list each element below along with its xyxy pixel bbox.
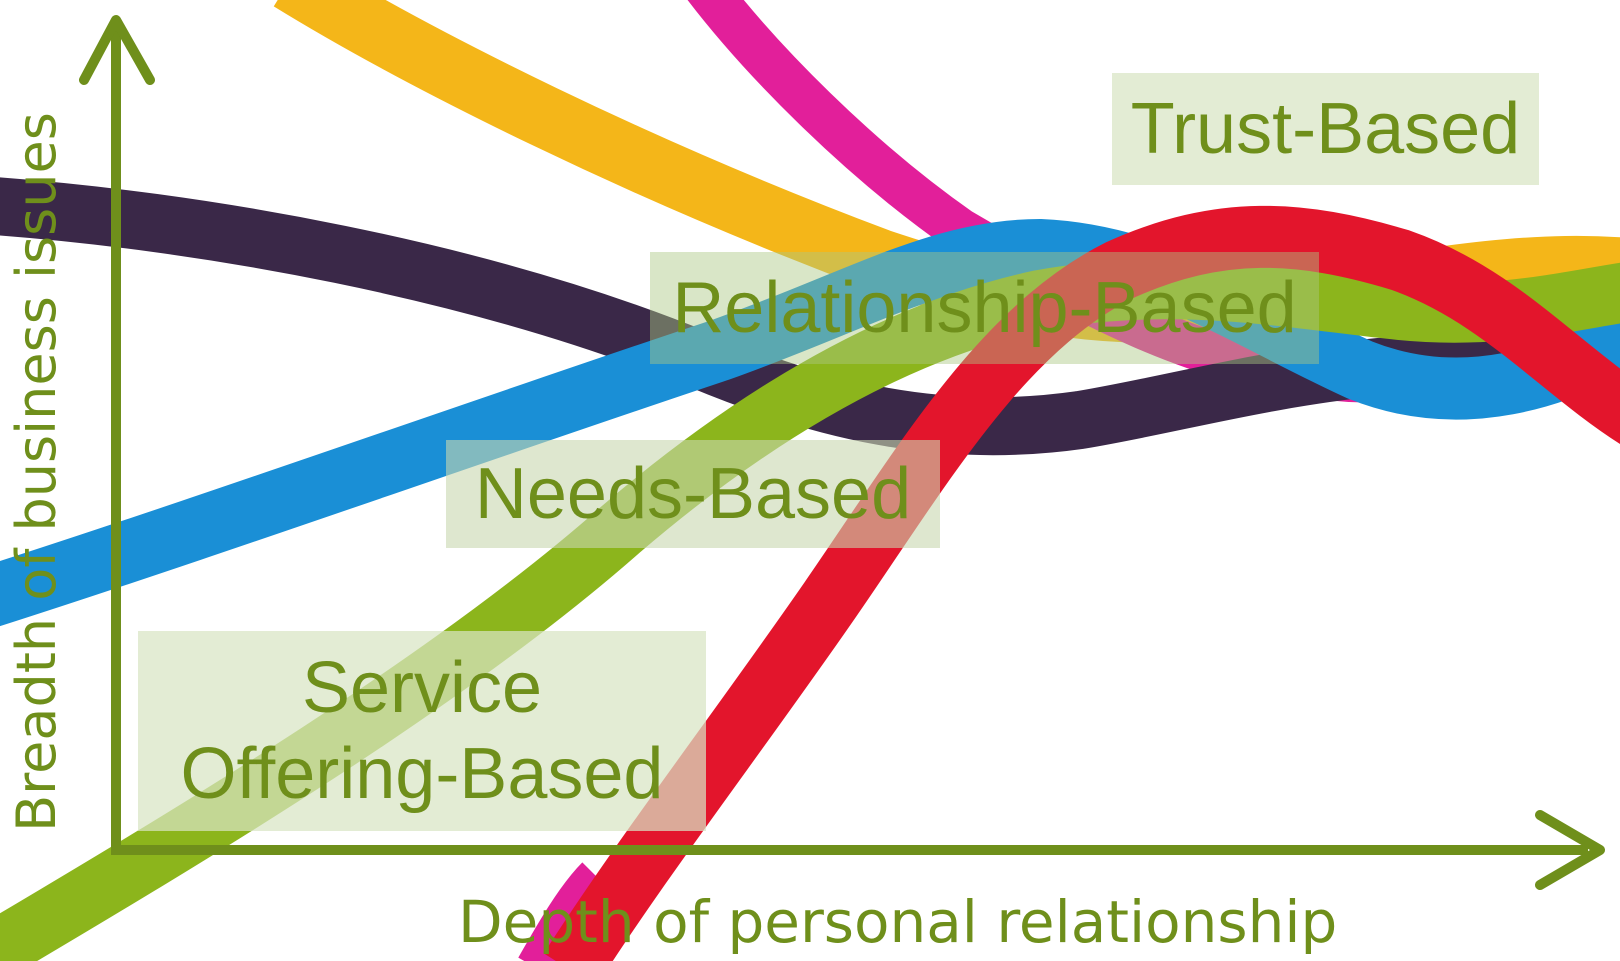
x-axis — [111, 810, 1605, 890]
stage-trust-based: Trust-Based — [1112, 73, 1539, 185]
ribbon-red — [543, 205, 1620, 961]
stage-relationship-based: Relationship-Based — [650, 252, 1319, 364]
stage-needs-based: Needs-Based — [446, 440, 940, 548]
y-axis — [79, 15, 155, 855]
stage-service-label-line1: Service — [301, 647, 543, 728]
x-axis-label: Depth of personal relationship — [458, 888, 1338, 956]
stage-service-offering-based: Service Offering-Based — [138, 631, 706, 831]
stage-service-label-line2: Offering-Based — [180, 734, 664, 814]
stage-needs-label: Needs-Based — [474, 454, 912, 534]
stage-relationship-label: Relationship-Based — [672, 268, 1297, 348]
ribbon-blue — [0, 218, 1620, 627]
stage-trust-label: Trust-Based — [1130, 89, 1521, 169]
y-axis-label: Breadth of business issues — [5, 112, 68, 832]
